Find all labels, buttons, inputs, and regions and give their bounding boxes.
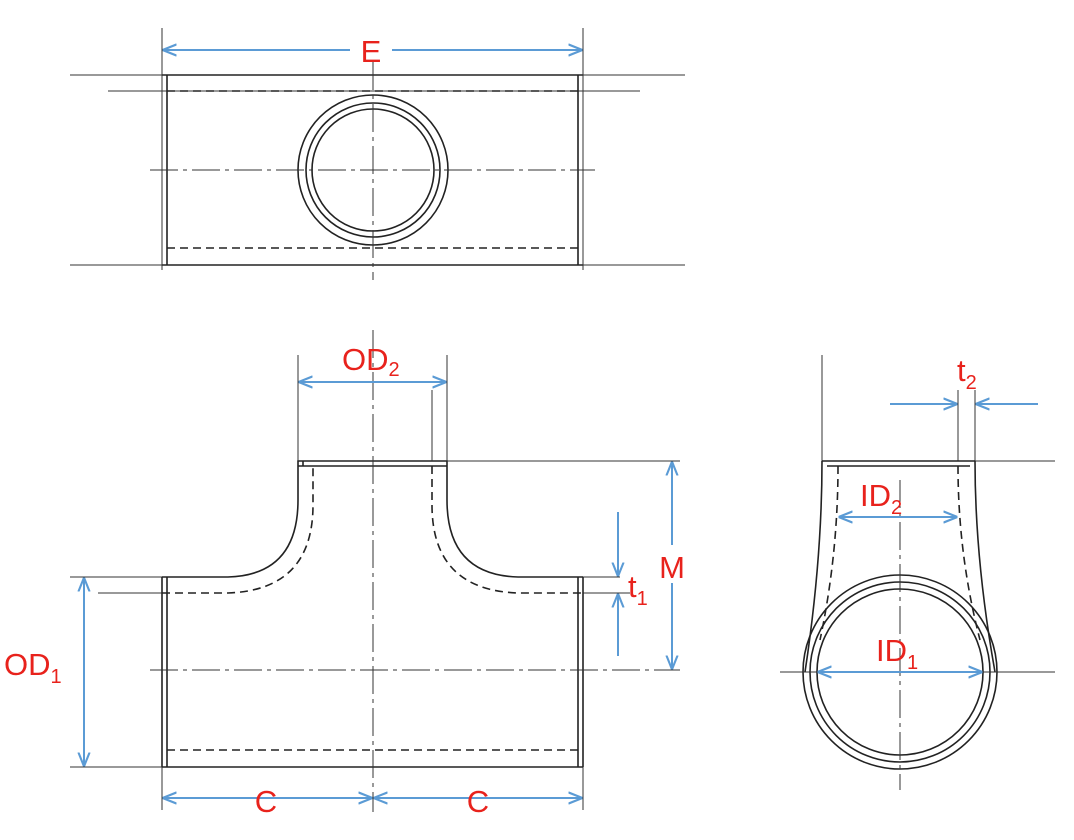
front-view [70, 330, 680, 812]
dimension-OD2: OD2 [300, 342, 445, 382]
dimension-label: 2 [389, 359, 400, 381]
dimension-C: C C [164, 784, 581, 819]
label-E: E [361, 34, 382, 69]
dimension-label: t [628, 569, 637, 604]
side-view [780, 355, 1055, 790]
dimension-label: M [659, 550, 685, 585]
dimension-label: OD [4, 647, 51, 682]
svg-text:E: E [361, 34, 382, 69]
dimension-OD1: OD1 [4, 579, 84, 765]
svg-text:OD1: OD1 [4, 647, 62, 688]
dimension-label: 2 [891, 497, 902, 519]
dimension-label: ID [860, 478, 891, 513]
dimension-label: OD [342, 342, 389, 377]
dimension-ID2: ID2 [840, 478, 956, 519]
dimension-t2: t2 [890, 353, 1038, 404]
dimension-label: ID [876, 633, 907, 668]
dimension-label: 1 [51, 666, 62, 688]
dimension-label: 2 [966, 372, 977, 394]
dimension-t1: t1 [618, 512, 648, 656]
top-view [70, 28, 685, 280]
dimension-label: 1 [907, 652, 918, 674]
dimension-label: t [957, 353, 966, 388]
svg-text:ID2: ID2 [860, 478, 902, 519]
dimension-M: M [655, 463, 691, 668]
dimension-label: C [467, 784, 489, 819]
svg-text:t1: t1 [628, 569, 648, 610]
svg-text:ID1: ID1 [876, 633, 918, 674]
svg-text:t2: t2 [957, 353, 977, 394]
dimension-E: E [164, 34, 581, 69]
dimension-ID1: ID1 [819, 633, 981, 674]
dimension-label: 1 [637, 588, 648, 610]
svg-text:OD2: OD2 [342, 342, 400, 381]
dimension-label: C [255, 784, 277, 819]
